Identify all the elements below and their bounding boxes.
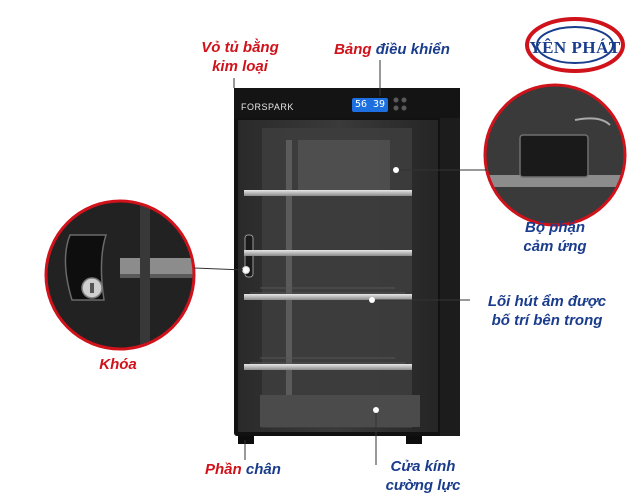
label-control-panel: Bảng điều khiển xyxy=(334,41,450,58)
foot-right xyxy=(406,436,422,444)
yen-phat-logo: YÊN PHÁT xyxy=(520,14,630,76)
shelves xyxy=(244,190,412,370)
label-shell: Vỏ tủ bằng kim loại xyxy=(201,39,279,75)
glass-marker xyxy=(373,407,379,413)
cabinet-brand: FORSPARK xyxy=(241,102,294,112)
label-sensor: Bộ phận cảm ứng xyxy=(523,219,587,255)
sensor-module xyxy=(519,134,589,178)
core-marker xyxy=(369,297,375,303)
sensor-marker xyxy=(393,167,399,173)
label-tempered-glass: Cửa kính cường lực xyxy=(385,458,461,494)
logo-text: YÊN PHÁT xyxy=(529,38,621,57)
humidity-display: 56 39 xyxy=(352,98,388,112)
label-lock: Khóa xyxy=(99,356,137,373)
sensor-zoom xyxy=(483,83,627,227)
label-foot: Phần chân xyxy=(205,461,281,478)
control-buttons xyxy=(393,97,407,111)
lock-marker xyxy=(243,267,249,273)
foot-left xyxy=(238,436,254,444)
lock-connector xyxy=(193,267,245,271)
logo-ring-icon xyxy=(525,17,625,73)
label-desiccant-core: Lõi hút ẩm được bố trí bên trong xyxy=(487,293,607,329)
lock-zoom xyxy=(44,199,196,351)
cabinet-body xyxy=(234,88,460,444)
